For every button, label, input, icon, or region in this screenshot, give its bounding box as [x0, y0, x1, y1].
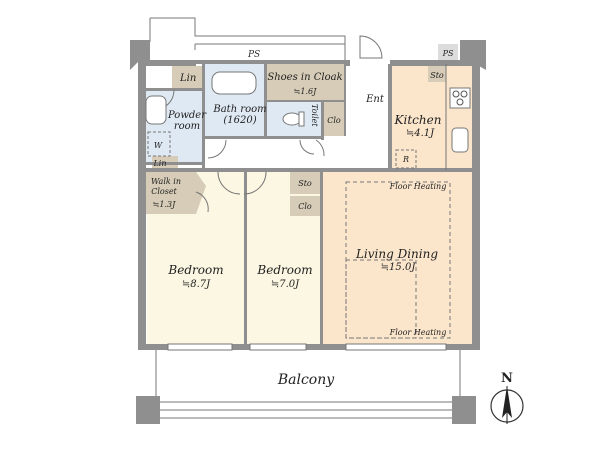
lin-top-label: Lin	[179, 73, 196, 84]
compass-north-label: N	[501, 371, 513, 386]
clo-mid-label: Clo	[298, 202, 312, 211]
kitchen-area: ≒4.1J	[406, 128, 435, 139]
kitchen-label: Kitchen	[394, 113, 442, 127]
balcony-area	[136, 350, 476, 424]
windows	[167, 343, 447, 351]
ent-label: Ent	[365, 94, 385, 105]
burner-icon	[456, 98, 464, 106]
burner-icon	[452, 90, 460, 98]
living-dining-area: ≒15.0J	[381, 262, 417, 273]
outer-walls	[130, 40, 486, 350]
floor-heating-zone-inner	[345, 259, 417, 339]
sto-mid-block	[290, 172, 320, 194]
toilet-label: Toilet	[310, 104, 319, 127]
balcony-label: Balcony	[277, 372, 335, 388]
toilet-icon	[282, 112, 302, 126]
ps-top-area	[149, 17, 346, 62]
bedroom-1-label: Bedroom	[167, 263, 223, 277]
lin-top-block	[172, 66, 202, 88]
washer-label: W	[154, 141, 163, 150]
living-dining-label: Living Dining	[355, 247, 438, 261]
ps-right-block	[438, 44, 458, 62]
floor-heating-top-label: Floor Heating	[389, 182, 447, 191]
floor-heating-bottom-label: Floor Heating	[389, 328, 447, 337]
burner-icon	[460, 90, 468, 98]
bedroom-2-area: ≒7.0J	[271, 279, 300, 290]
entrance-floor	[346, 64, 390, 118]
kitchen-sink-icon	[451, 127, 469, 153]
ps-right-label: PS	[442, 49, 454, 58]
powder-sink-icon	[145, 95, 167, 125]
sto-kitchen-block	[428, 64, 446, 82]
shoes-in-cloak-label: Shoes in Cloak	[267, 72, 342, 83]
lin-bottom-label: Lin	[152, 159, 166, 168]
shoes-in-cloak-block	[266, 64, 344, 100]
toilet-tank-icon	[298, 111, 305, 127]
stove-icon	[449, 87, 471, 109]
sto-mid-label: Sto	[298, 179, 312, 188]
bedroom-2-label: Bedroom	[256, 263, 312, 277]
bath-room-label: Bath room(1620)	[212, 104, 266, 126]
walk-in-closet-block	[142, 172, 206, 214]
washer-icon	[147, 131, 171, 157]
refrigerator-label: R	[402, 155, 409, 164]
refrigerator-icon	[395, 149, 417, 169]
sto-kitchen-label: Sto	[430, 71, 444, 80]
clo-mid-block	[290, 196, 320, 216]
bathtub-icon	[211, 71, 257, 95]
walk-in-closet-area: ≒1.3J	[153, 200, 176, 209]
living-dining-floor	[322, 172, 472, 344]
clo-toilet-label: Clo	[327, 116, 341, 125]
ps-top-label: PS	[247, 50, 260, 60]
compass-icon: N	[490, 371, 524, 424]
bedroom-1-area: ≒8.7J	[182, 279, 211, 290]
doors	[153, 35, 383, 213]
shoes-in-cloak-area: ≒1.6J	[294, 87, 317, 96]
interior-walls	[142, 64, 472, 346]
clo-toilet-block	[324, 102, 344, 136]
